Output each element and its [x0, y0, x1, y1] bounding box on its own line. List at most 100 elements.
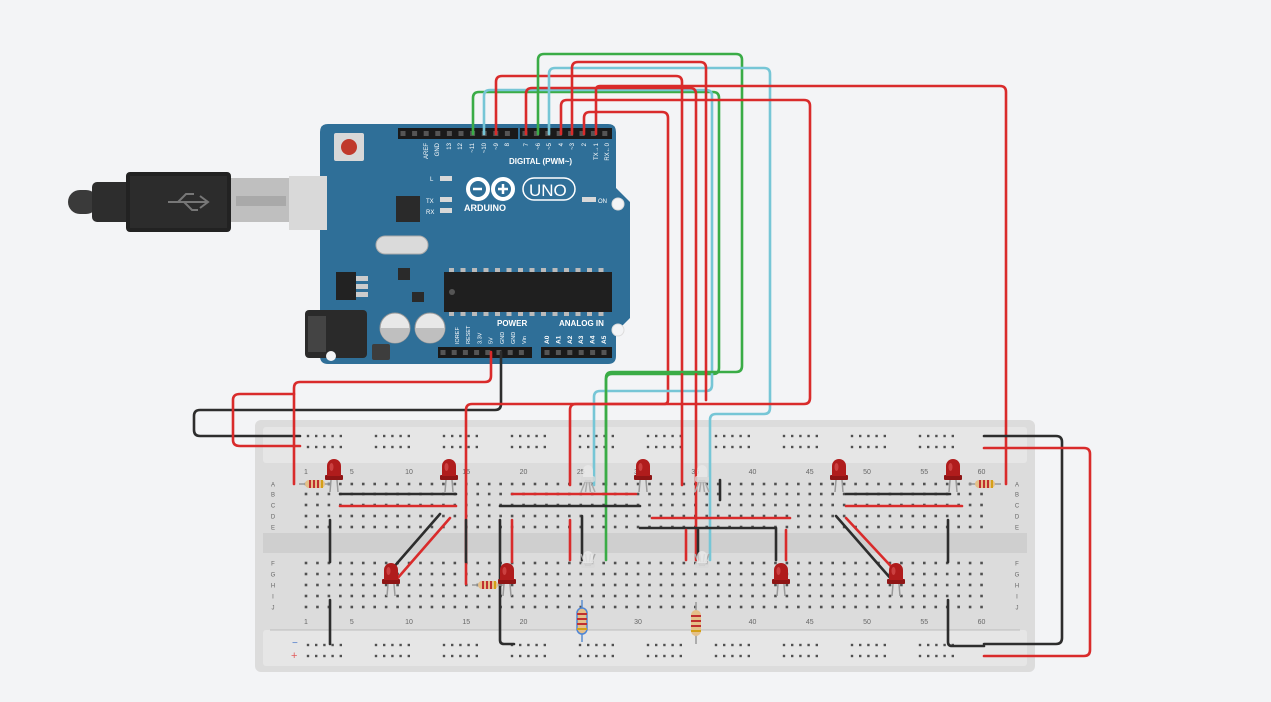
digital-pin-label: 8	[505, 142, 511, 146]
power-pin-label: 3.3V	[477, 332, 483, 344]
wire-red-pin9[interactable]	[494, 74, 684, 487]
bottom-power-rail	[263, 630, 1027, 666]
digital-pin-label: AREF	[424, 143, 430, 159]
wire-red-pin7[interactable]	[524, 86, 698, 562]
column-number: 50	[863, 469, 871, 476]
arduino-logo-icon	[466, 177, 515, 201]
rgb-led-icon[interactable]	[694, 551, 710, 568]
row-letter: B	[1015, 493, 1019, 499]
column-number: 5	[350, 619, 354, 626]
resistor-icon[interactable]	[299, 480, 331, 488]
voltage-regulator	[336, 272, 356, 300]
jumper-black-diag-right[interactable]	[834, 514, 894, 582]
analog-pin-label: A0	[544, 335, 551, 344]
reset-button[interactable]	[334, 133, 364, 161]
led-icon[interactable]	[382, 563, 400, 597]
led-icon[interactable]	[830, 459, 848, 493]
wire-blue-pin5[interactable]	[547, 66, 772, 562]
rgb-led-icon[interactable]	[694, 465, 710, 493]
led-icon[interactable]	[440, 459, 458, 493]
jumper-black-row-r[interactable]	[638, 526, 778, 562]
column-number: 25	[577, 469, 585, 476]
column-number: 1	[304, 619, 308, 626]
column-number: 20	[520, 619, 528, 626]
wire-black-gnd-left[interactable]	[192, 350, 503, 438]
digital-header-label: DIGITAL (PWM~)	[509, 157, 572, 166]
arduino-model: UNO	[529, 181, 567, 200]
led-icon[interactable]	[944, 459, 962, 493]
wire-green-pin11[interactable]	[471, 90, 721, 562]
column-number: 40	[749, 469, 757, 476]
power-pin-label: RESET	[466, 325, 472, 344]
wire-red-pin12[interactable]	[464, 110, 670, 586]
row-letter: G	[1015, 573, 1020, 579]
usb-cable-icon	[68, 172, 327, 232]
column-number: 60	[978, 469, 986, 476]
led-icon[interactable]	[772, 563, 790, 597]
jumper-red-diag-left[interactable]	[394, 516, 452, 582]
digital-pin-label: 13	[447, 142, 453, 149]
rgb-led-icon[interactable]	[580, 551, 596, 568]
led-icon[interactable]	[887, 563, 905, 597]
column-number: 40	[749, 619, 757, 626]
components[interactable]	[299, 459, 1001, 644]
wire-red-5v-left[interactable]	[292, 350, 493, 486]
breadboard[interactable]: 1155101015152020252530303535404045455050…	[255, 420, 1035, 672]
column-number: 45	[806, 619, 814, 626]
digital-pin-label: ~11	[470, 142, 476, 152]
digital-pin-label: 2	[582, 142, 588, 146]
rgb-led-icon[interactable]	[580, 465, 596, 493]
row-letter: I	[1016, 595, 1018, 601]
power-pin-label: GND	[511, 332, 517, 344]
row-letter: F	[1015, 562, 1019, 568]
power-pin-label: GND	[500, 332, 506, 344]
wire-red-rail-right[interactable]	[982, 446, 1092, 658]
column-number: 55	[920, 619, 928, 626]
l-led	[440, 176, 452, 181]
wires[interactable]	[192, 52, 1092, 658]
analog-pin-label: A5	[601, 335, 608, 344]
wire-blue-pin10[interactable]	[482, 88, 714, 487]
column-number: 10	[405, 619, 413, 626]
wire-red-pin4[interactable]	[559, 98, 812, 487]
row-letter: H	[1015, 584, 1019, 590]
wire-red-pin3[interactable]	[570, 60, 708, 402]
power-header-label: POWER	[497, 319, 527, 328]
row-letter: I	[272, 595, 274, 601]
led-icon[interactable]	[498, 563, 516, 597]
row-letter: E	[271, 526, 275, 532]
top-power-rail	[263, 427, 1027, 463]
analog-header-label: ANALOG IN	[559, 319, 604, 328]
led-icon[interactable]	[634, 459, 652, 493]
analog-pin-label: A4	[590, 335, 597, 344]
column-number: 45	[806, 469, 814, 476]
resistor-icon[interactable]	[691, 602, 701, 644]
row-letter: D	[1015, 515, 1020, 521]
row-letter: E	[1015, 526, 1019, 532]
on-led	[582, 197, 596, 202]
resistor-icon[interactable]	[576, 600, 588, 642]
jumper-black-v16[interactable]	[498, 518, 516, 646]
digital-pin-label: ~9	[494, 142, 500, 150]
digital-pin-label: 4	[559, 142, 565, 146]
usb-chip	[396, 196, 420, 222]
wire-green-pin6[interactable]	[536, 52, 744, 487]
resistor-icon[interactable]	[472, 581, 504, 589]
wire-red-rail-loop[interactable]	[231, 392, 302, 448]
resistor-icon[interactable]	[969, 480, 1001, 488]
minus-rail-label: −	[292, 638, 298, 649]
digital-pin-label: ~5	[547, 142, 553, 150]
wire-black-rail-right[interactable]	[982, 434, 1064, 646]
jumper-black-bottom-right[interactable]	[946, 598, 986, 648]
column-number: 60	[978, 619, 986, 626]
wire-red-pin2[interactable]	[594, 84, 1008, 486]
row-letter: D	[271, 515, 276, 521]
digital-pin-label: ~10	[482, 142, 488, 153]
led-icon[interactable]	[325, 459, 343, 493]
analog-header	[541, 347, 612, 358]
row-letter: J	[1016, 606, 1019, 612]
